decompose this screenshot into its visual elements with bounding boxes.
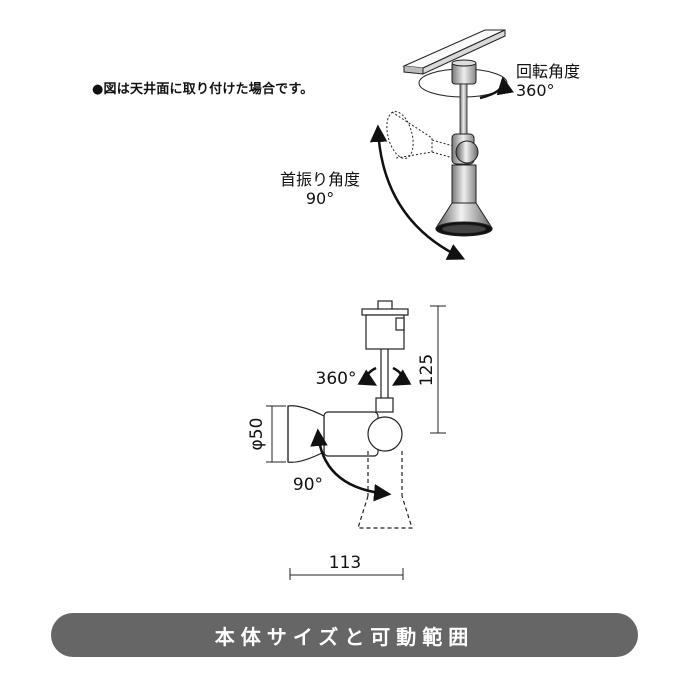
swing-label-group: 首振り角度 90° <box>280 170 360 208</box>
swing-angle-value: 90° <box>305 189 335 209</box>
rotation-label-group: 回転角度 360° <box>516 62 580 100</box>
mounting-note: ●図は天井面に取り付けた場合です。 <box>92 82 314 97</box>
banner-title: 本体サイズと可動範囲 <box>214 624 475 649</box>
dimension-drawing <box>266 300 446 580</box>
drawing-lamp-body <box>287 405 403 463</box>
swing-angle-label: 首振り角度 <box>280 170 361 189</box>
drawing-swing-arrow <box>310 428 392 502</box>
height-dimension-line <box>430 305 446 434</box>
drawing-knuckle <box>375 397 394 413</box>
track-rail <box>402 29 506 75</box>
track-adapter <box>451 59 477 85</box>
dashed-swung-lamp <box>386 111 461 161</box>
diameter-dimension-line <box>266 405 286 463</box>
rotation-angle-label: 回転角度 <box>516 62 581 81</box>
diameter-value: φ50 <box>247 418 267 451</box>
rotation-arrow <box>479 76 514 100</box>
rotation-angle-value: 360° <box>516 81 555 101</box>
drawing-rotation-value: 360° <box>316 369 357 389</box>
lamp-body <box>435 164 493 237</box>
section-banner: 本体サイズと可動範囲 <box>51 613 638 657</box>
perspective-illustration <box>369 29 514 260</box>
stem <box>459 83 468 135</box>
width-dimension-line <box>289 568 404 580</box>
width-value: 113 <box>329 553 361 573</box>
swing-arrow <box>369 124 466 260</box>
drawing-rotation-arrows <box>357 366 412 386</box>
drawing-adapter <box>361 300 409 350</box>
drawing-swing-value: 90° <box>293 475 323 495</box>
joint <box>451 133 479 165</box>
drawing-stem <box>380 349 389 398</box>
height-value: 125 <box>417 354 437 386</box>
